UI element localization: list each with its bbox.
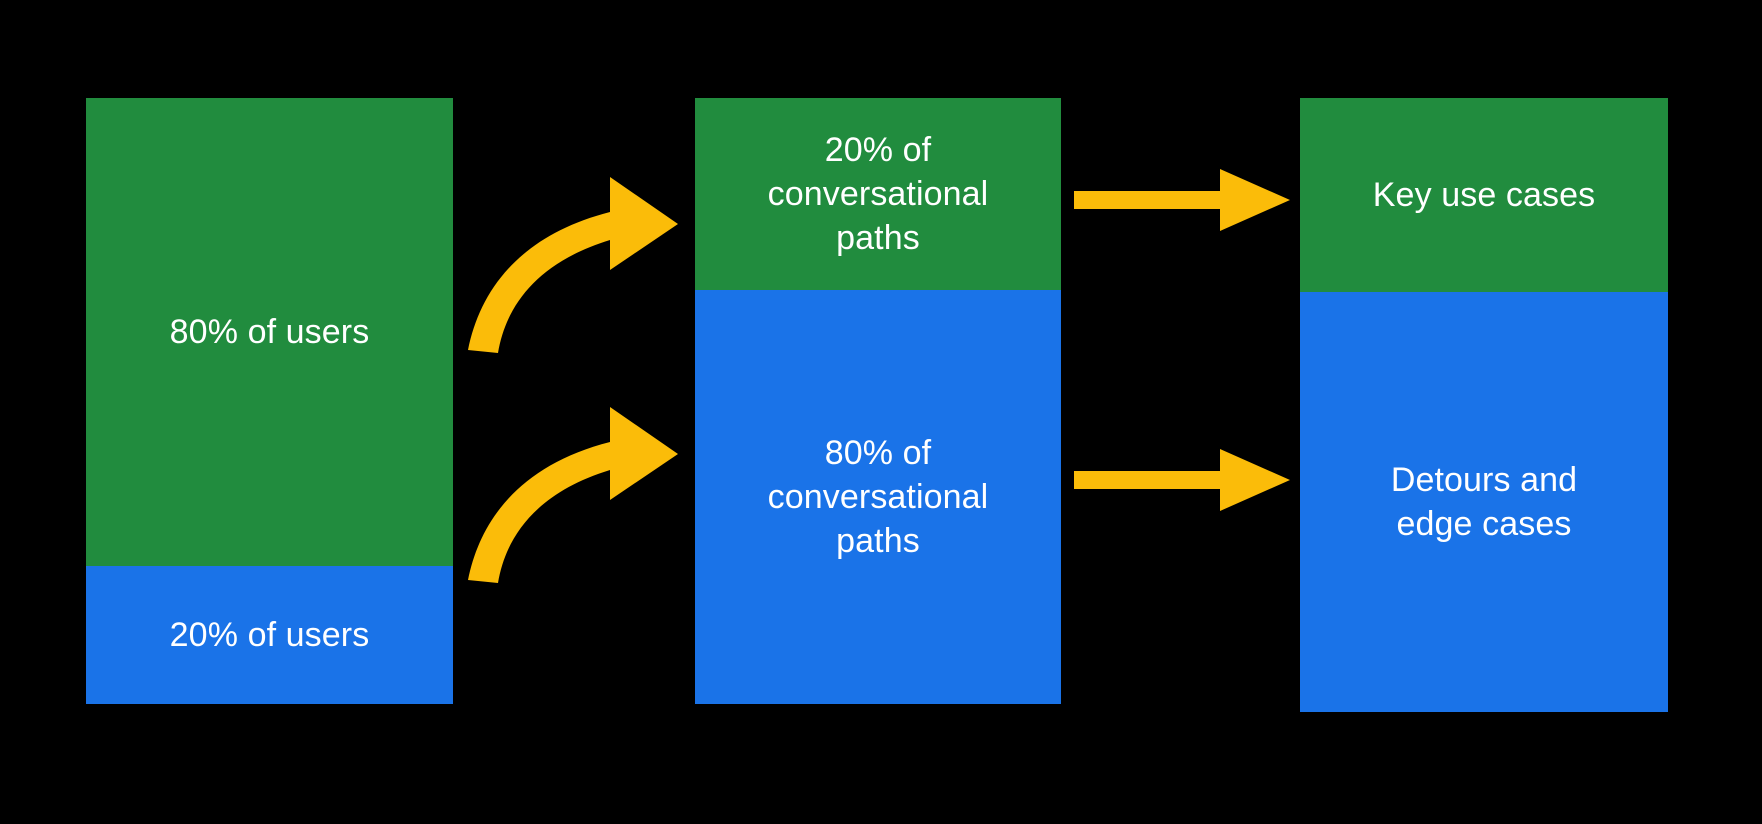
segment-paths-majority-label: 80% of conversational paths: [767, 434, 989, 560]
segment-users-majority[interactable]: 80% of users: [86, 98, 453, 566]
column-users: 80% of users 20% of users: [86, 98, 453, 704]
column-outcomes: Key use cases Detours and edge cases: [1300, 98, 1668, 712]
segment-paths-majority[interactable]: 80% of conversational paths: [695, 290, 1061, 704]
segment-key-use-cases[interactable]: Key use cases: [1300, 98, 1668, 292]
segment-users-minority[interactable]: 20% of users: [86, 566, 453, 704]
column-conversational-paths: 20% of conversational paths 80% of conve…: [695, 98, 1061, 704]
segment-detours-edge-cases[interactable]: Detours and edge cases: [1300, 292, 1668, 712]
segment-users-majority-label: 80% of users: [169, 313, 370, 351]
segment-detours-edge-cases-label: Detours and edge cases: [1390, 461, 1578, 543]
curved-arrow-top-icon: [468, 177, 678, 353]
straight-arrow-top-icon: [1074, 169, 1290, 231]
segment-key-use-cases-label: Key use cases: [1372, 176, 1596, 214]
straight-arrow-bottom-icon: [1074, 449, 1290, 511]
segment-paths-minority-label: 20% of conversational paths: [767, 131, 989, 257]
segment-paths-minority[interactable]: 20% of conversational paths: [695, 98, 1061, 290]
curved-arrow-bottom-icon: [468, 407, 678, 583]
segment-users-minority-label: 20% of users: [169, 616, 370, 654]
